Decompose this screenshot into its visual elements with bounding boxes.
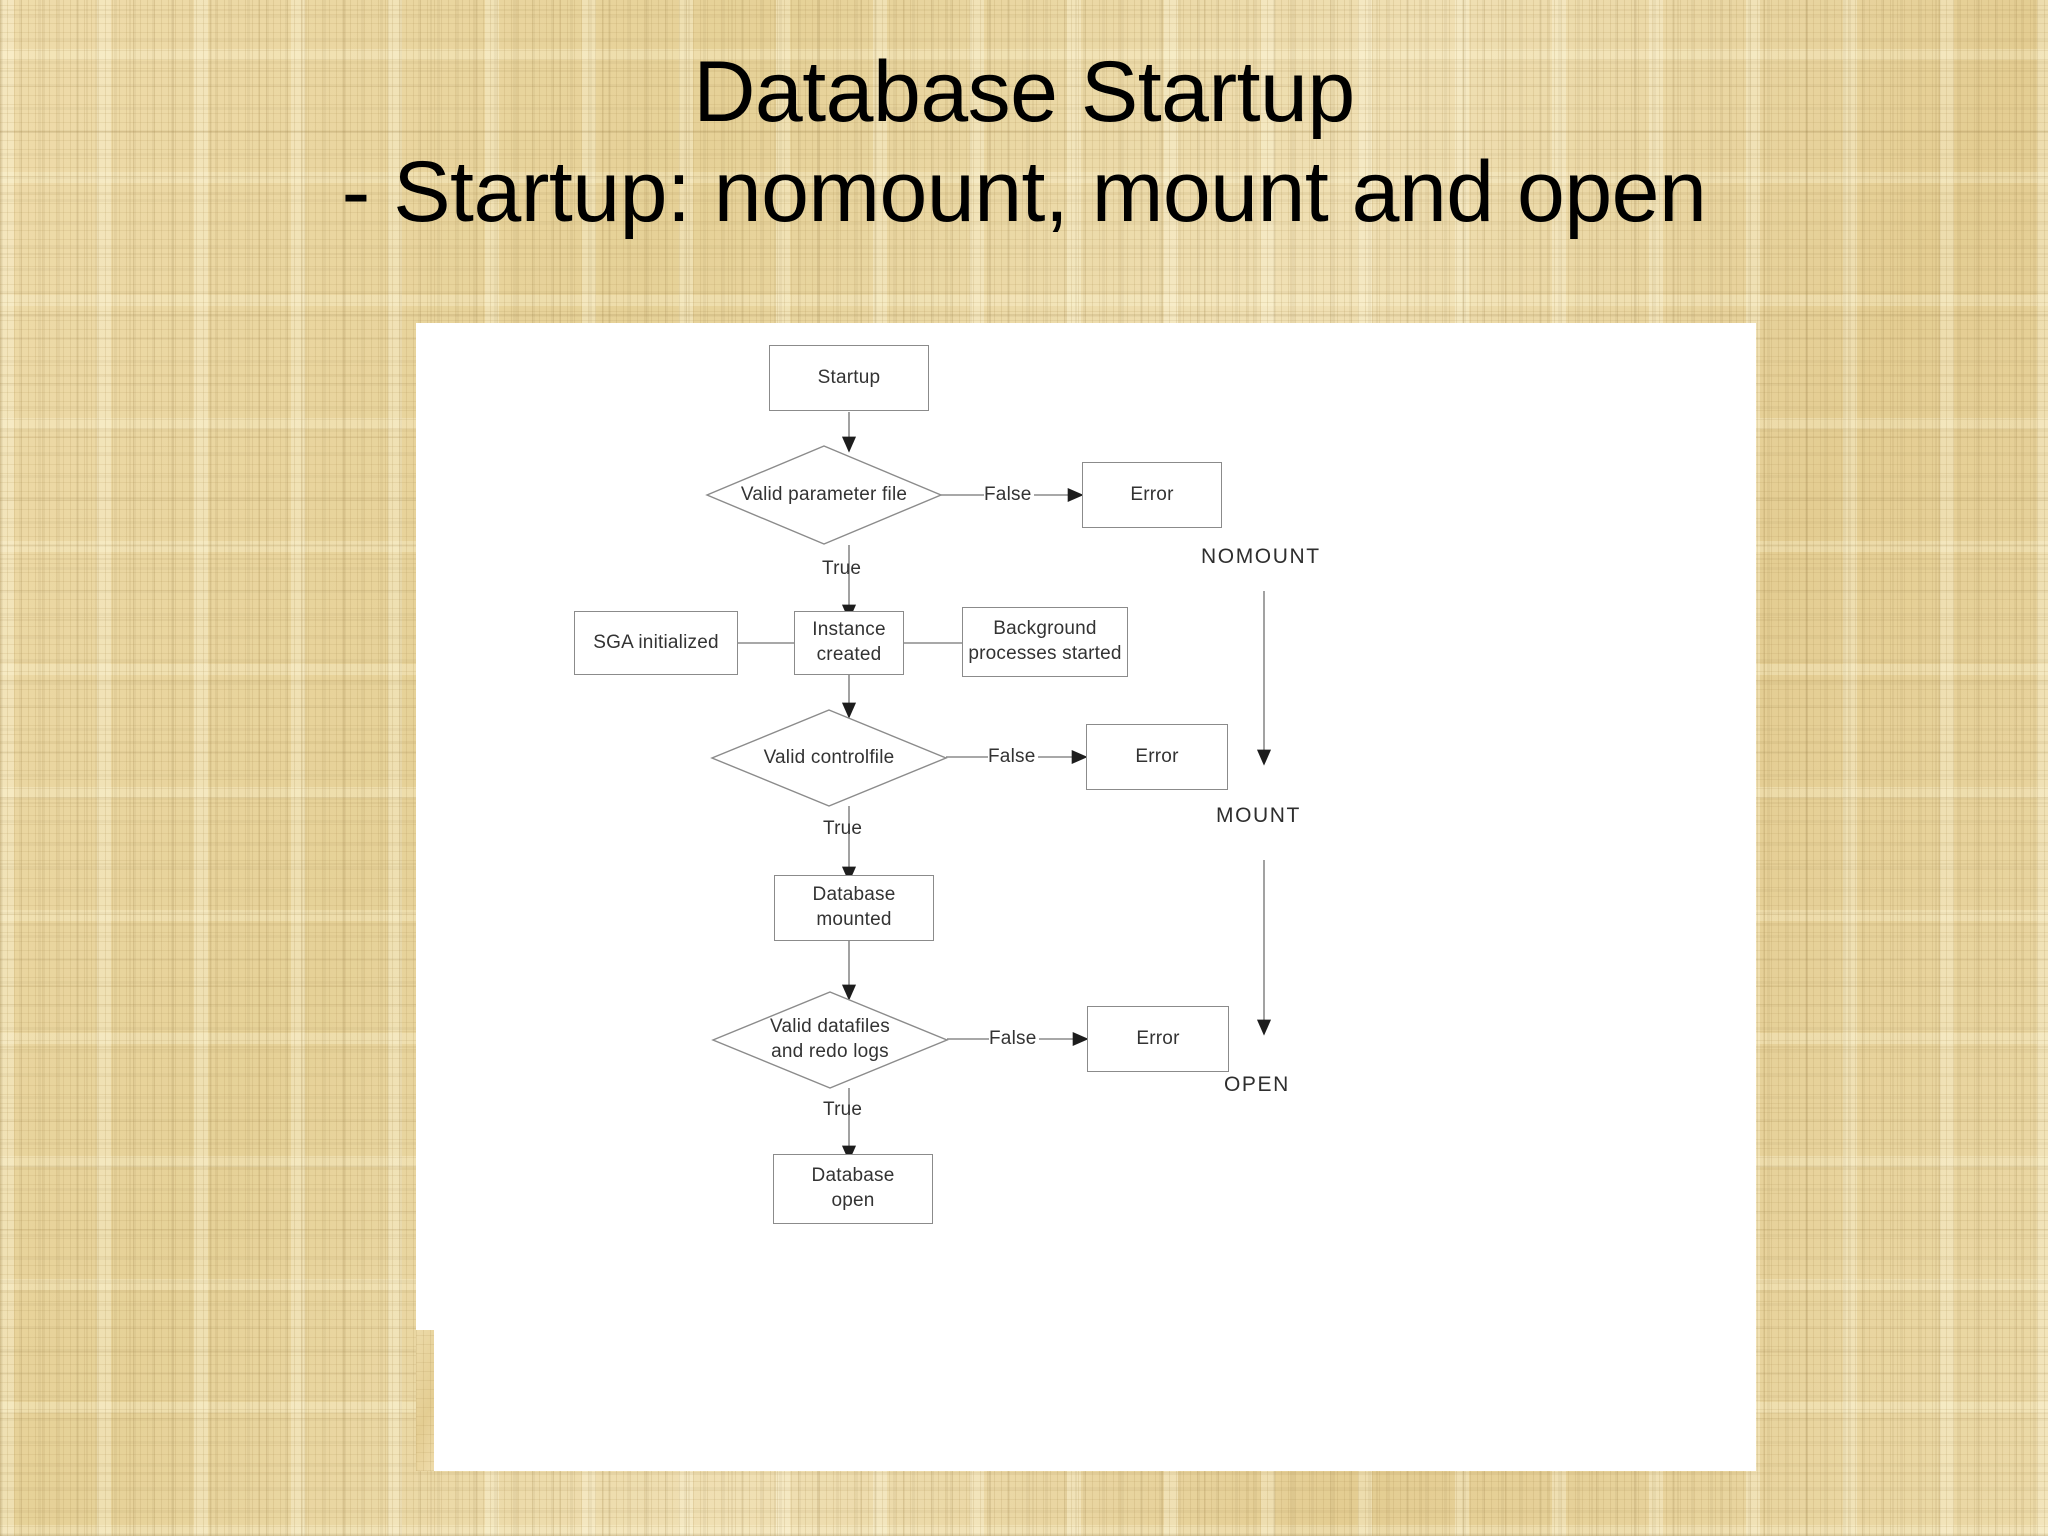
stage-label-open: OPEN [1224,1073,1290,1096]
edge-label-true-1: True [822,558,862,579]
node-database-open-label: Database open [811,1165,895,1211]
node-instance-created[interactable]: Instance created [794,611,904,675]
page-title: Database Startup [693,44,1355,140]
stage-label-mount: MOUNT [1216,804,1301,827]
node-sga-initialized-label: SGA initialized [593,631,719,653]
edge-label-true-2: True [823,818,863,839]
node-error-1-label: Error [1130,483,1174,505]
node-database-open[interactable]: Database open [773,1154,933,1224]
node-valid-datafiles-and-redo-logs[interactable]: Valid datafiles and redo logs [711,991,949,1089]
node-error-2[interactable]: Error [1086,724,1228,790]
diamond-shape [711,991,949,1089]
node-background-processes-label: Background processes started [968,618,1122,664]
slide-title-block: Database Startup - Startup: nomount, mou… [0,44,2048,241]
node-database-mounted[interactable]: Database mounted [774,875,934,941]
edge-label-false-3: False [989,1028,1037,1049]
stage-label-nomount: NOMOUNT [1201,545,1321,568]
node-error-2-label: Error [1135,745,1179,767]
node-database-mounted-label: Database mounted [812,884,896,930]
edge-label-false-1: False [984,484,1032,505]
node-sga-initialized[interactable]: SGA initialized [574,611,738,675]
flowchart-connectors [738,412,1272,1162]
diamond-shape [710,709,948,807]
node-startup-label: Startup [817,366,881,388]
flowchart-canvas: Startup Valid parameter file False Error… [416,323,1756,1471]
node-valid-parameter-file[interactable]: Valid parameter file [705,445,943,545]
node-error-3-label: Error [1136,1027,1180,1049]
edge-label-true-3: True [823,1099,863,1120]
flowchart-image-panel: Startup Valid parameter file False Error… [416,323,1756,1471]
node-background-processes-started[interactable]: Background processes started [962,607,1128,677]
node-valid-controlfile[interactable]: Valid controlfile [710,709,948,807]
page-subtitle: - Startup: nomount, mount and open [341,144,1707,241]
node-error-1[interactable]: Error [1082,462,1222,528]
node-error-3[interactable]: Error [1087,1006,1229,1072]
node-instance-created-label: Instance created [812,619,886,665]
diamond-shape [705,445,943,545]
node-startup[interactable]: Startup [769,345,929,411]
panel-bottom-left-notch [416,1330,434,1471]
edge-label-false-2: False [988,746,1036,767]
